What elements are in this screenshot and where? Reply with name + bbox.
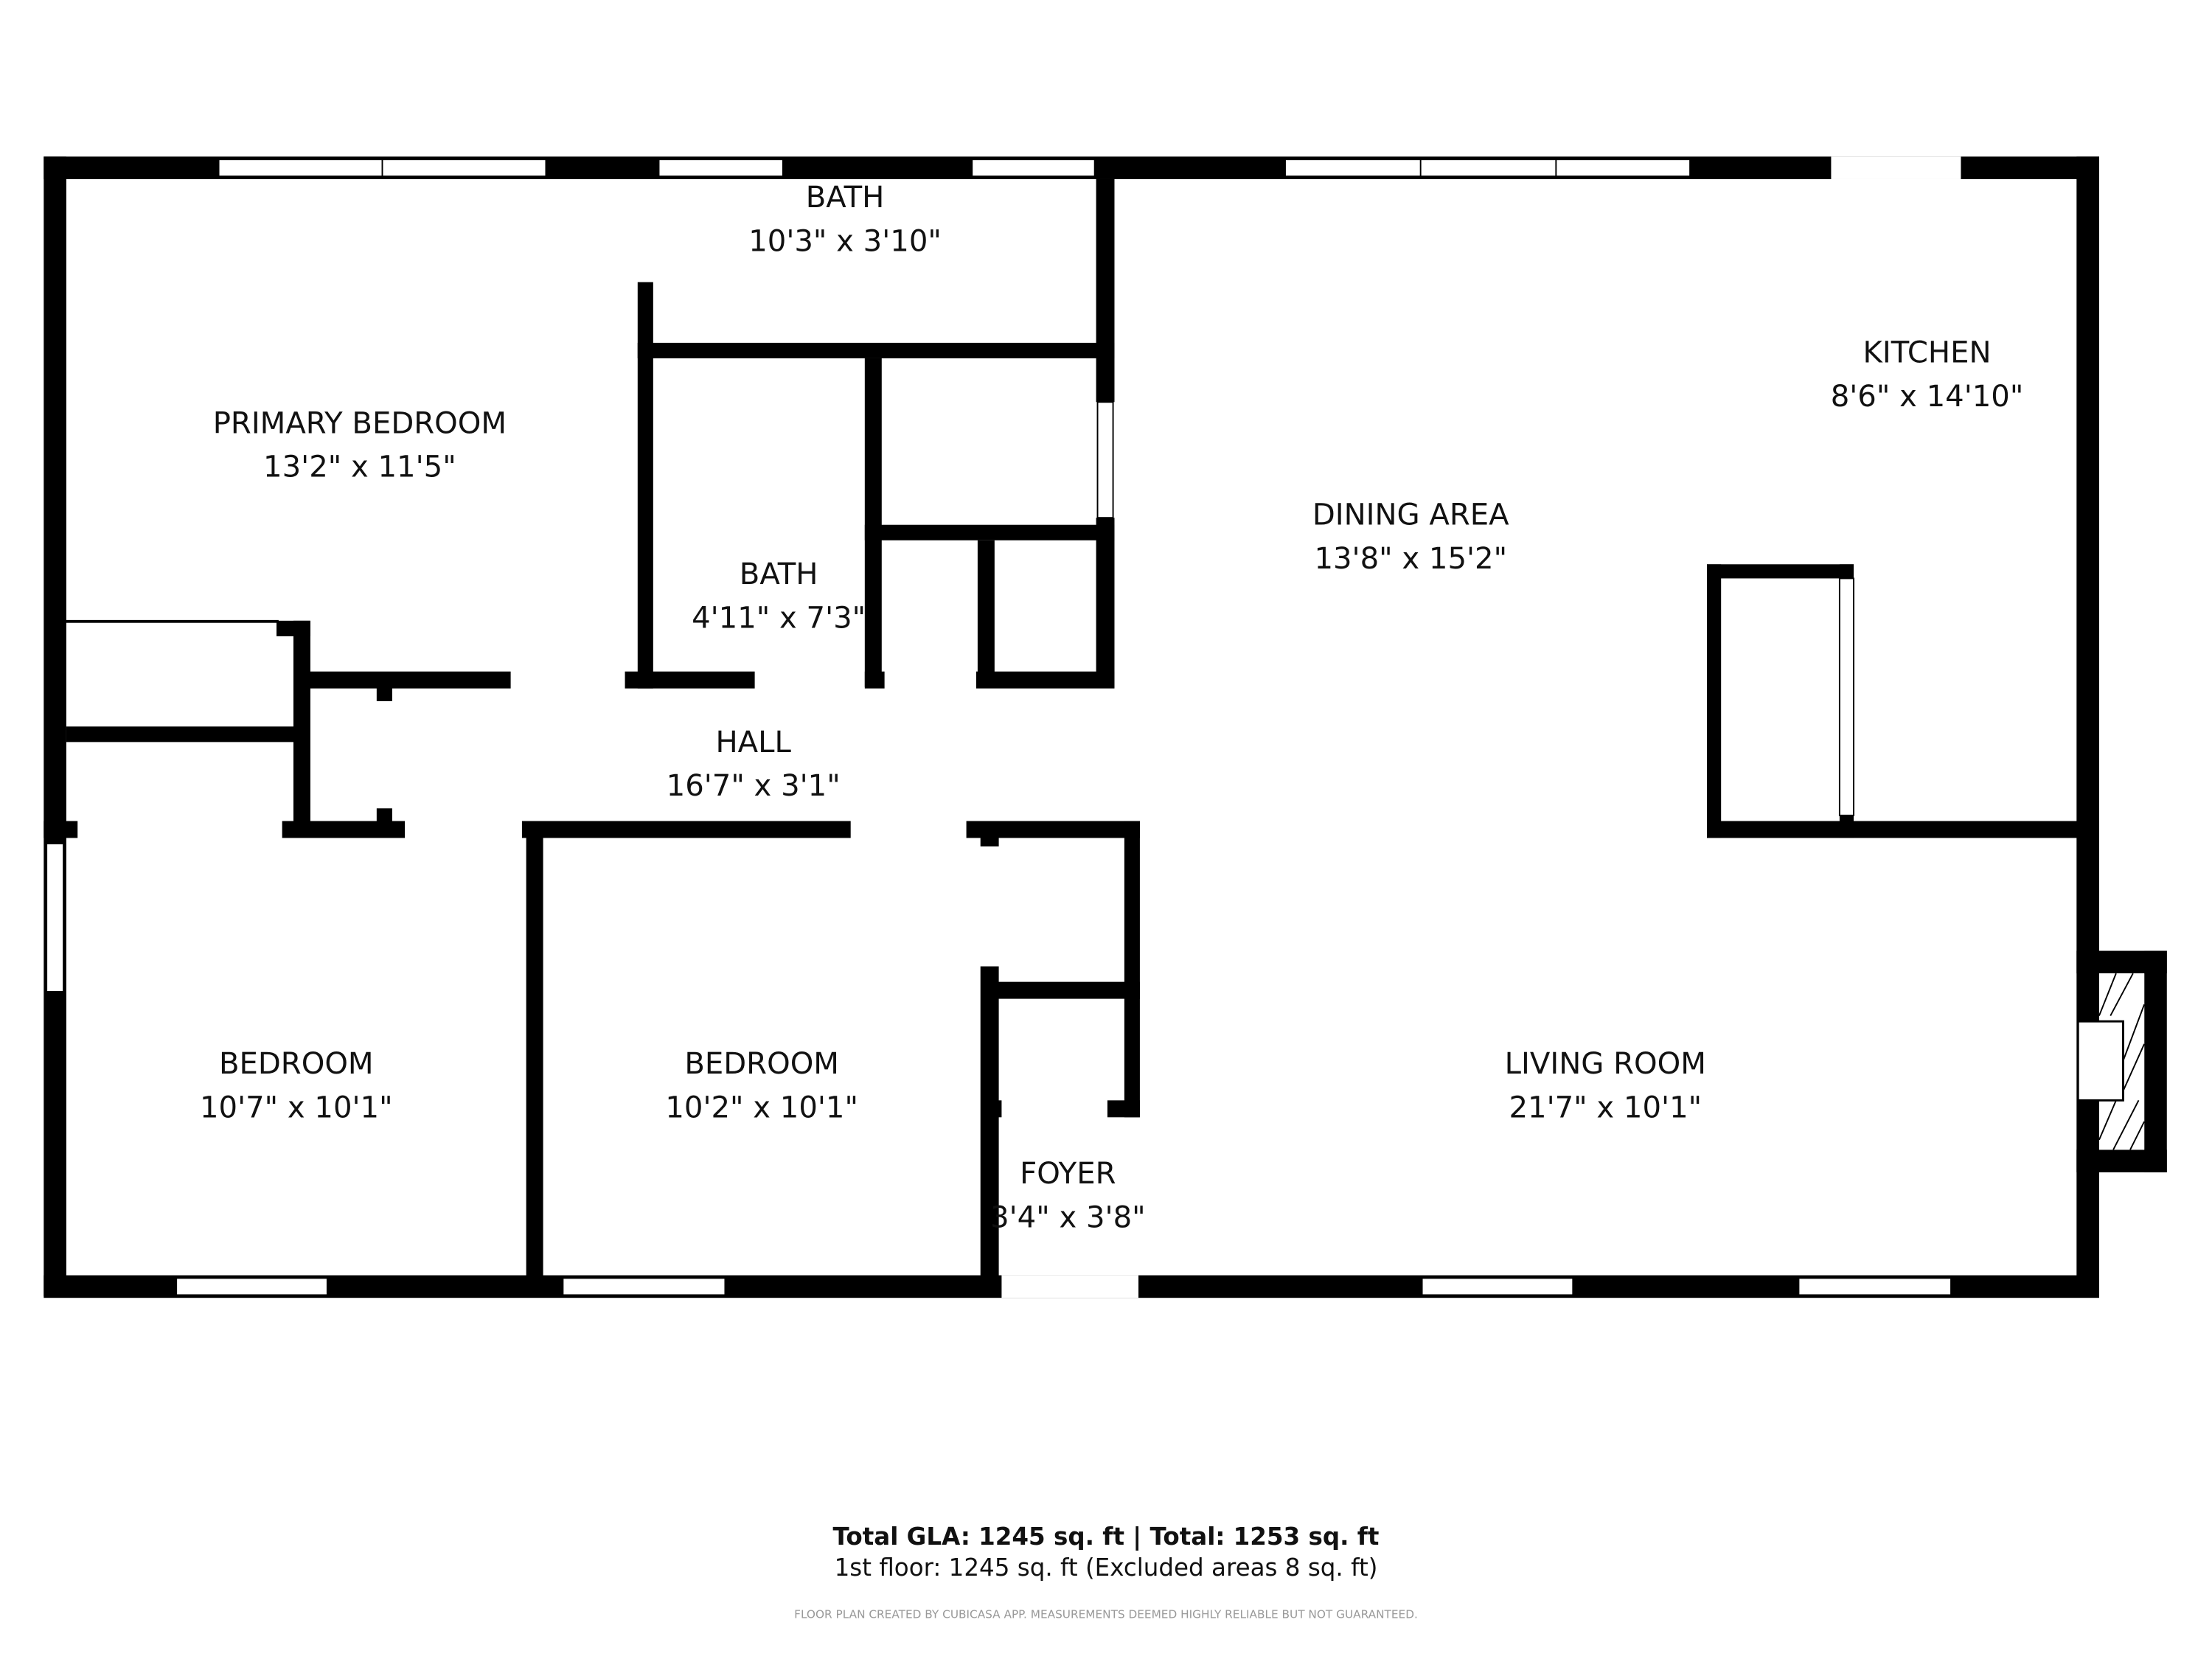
room-name-bedroom-left: BEDROOM <box>219 1047 374 1081</box>
room-size-bath-top: 10'3" x 3'10" <box>748 225 942 259</box>
room-name-bath-mid: BATH <box>740 557 818 591</box>
total-area: Total GLA: 1245 sq. ft | Total: 1253 sq.… <box>833 1523 1380 1551</box>
room-name-kitchen: KITCHEN <box>1863 336 1992 370</box>
floor-area: 1st floor: 1245 sq. ft (Excluded areas 8… <box>835 1554 1378 1582</box>
fireplace <box>2076 973 2146 1150</box>
room-name-bath-top: BATH <box>806 181 885 215</box>
walls <box>44 156 2167 1298</box>
room-size-hall: 16'7" x 3'1" <box>667 769 841 803</box>
room-size-bedroom-left: 10'7" x 10'1" <box>200 1091 393 1124</box>
room-name-dining: DINING AREA <box>1312 498 1509 532</box>
disclaimer: FLOOR PLAN CREATED BY CUBICASA APP. MEAS… <box>794 1608 1418 1621</box>
room-name-hall: HALL <box>715 726 791 759</box>
room-name-foyer: FOYER <box>1020 1157 1116 1191</box>
area-summary: Total GLA: 1245 sq. ft | Total: 1253 sq.… <box>794 1523 1418 1621</box>
room-size-bedroom-mid: 10'2" x 10'1" <box>665 1091 858 1124</box>
windows <box>46 159 1952 1296</box>
room-size-dining: 13'8" x 15'2" <box>1314 542 1507 576</box>
room-size-primary-bedroom: 13'2" x 11'5" <box>263 451 456 484</box>
room-name-living: LIVING ROOM <box>1505 1047 1706 1081</box>
room-size-bath-mid: 4'11" x 7'3" <box>692 601 866 635</box>
room-name-primary-bedroom: PRIMARY BEDROOM <box>213 406 507 440</box>
room-labels: PRIMARY BEDROOM 13'2" x 11'5" BATH 10'3"… <box>200 181 2023 1234</box>
room-size-living: 21'7" x 10'1" <box>1509 1091 1702 1124</box>
room-size-foyer: 3'4" x 3'8" <box>990 1201 1146 1235</box>
room-name-bedroom-mid: BEDROOM <box>684 1047 839 1081</box>
room-size-kitchen: 8'6" x 14'10" <box>1831 380 2024 414</box>
